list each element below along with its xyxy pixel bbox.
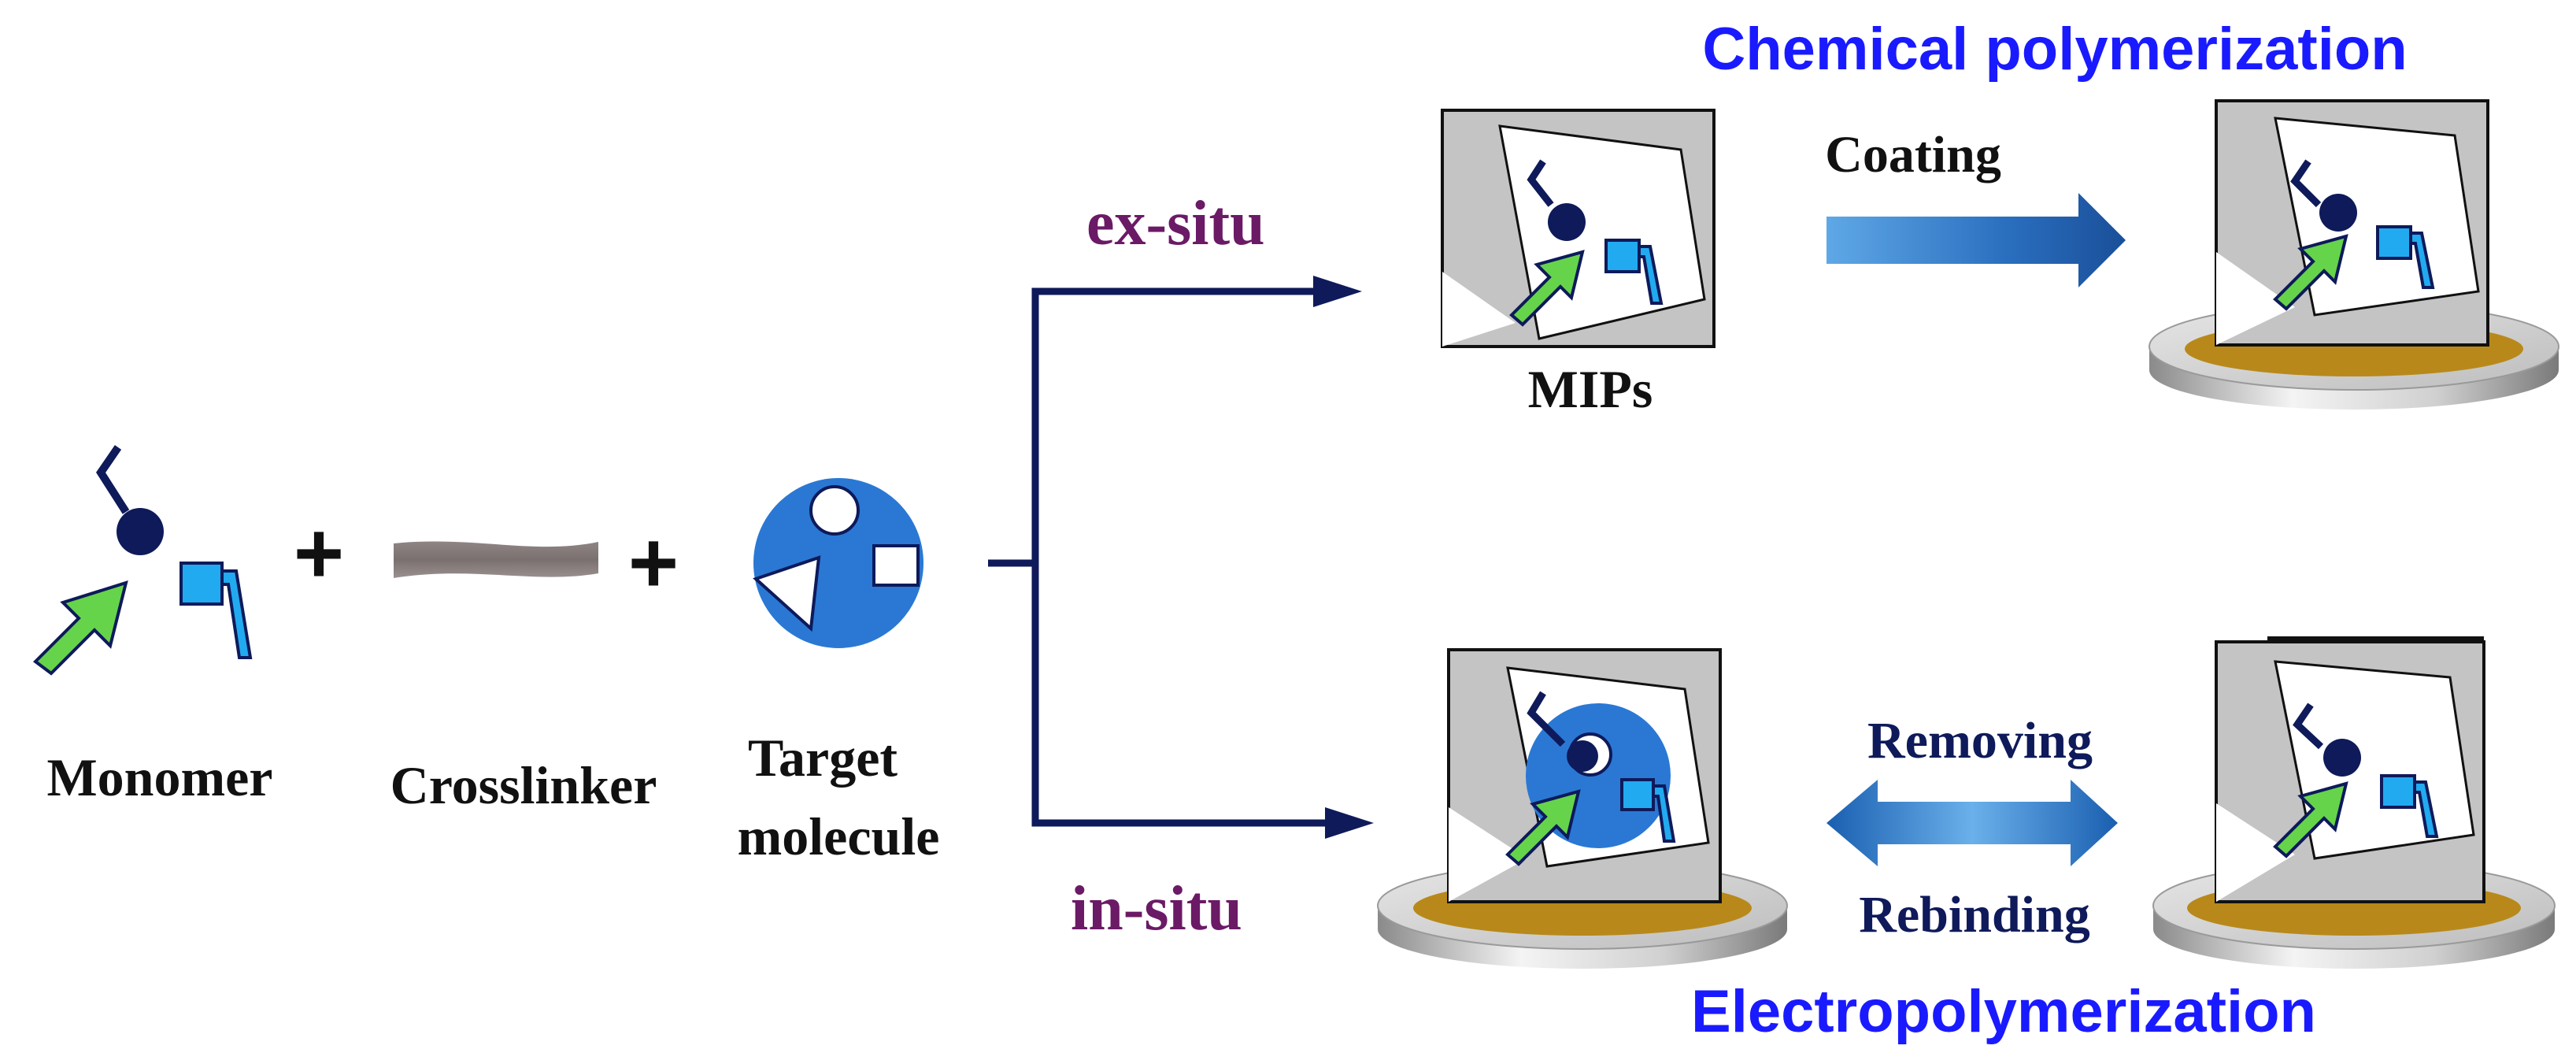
branch-connector <box>988 287 1331 827</box>
removing-label: Removing <box>1867 712 2093 769</box>
target-label-line1: Target <box>748 728 898 788</box>
coating-label: Coating <box>1825 126 2001 184</box>
electropolymerization-title: Electropolymerization <box>1691 978 2316 1045</box>
mip-block-imprinted <box>2215 636 2485 903</box>
crosslinker-label: Crosslinker <box>390 755 657 815</box>
in-situ-label: in-situ <box>1071 874 1242 944</box>
ex-situ-arrowhead <box>1313 276 1362 307</box>
target-label-line2: molecule <box>738 806 940 866</box>
monomer-label: Monomer <box>46 747 272 807</box>
ex-situ-label: ex-situ <box>1086 189 1265 258</box>
target-molecule-icon <box>753 478 923 648</box>
mip-block-ex-situ <box>1441 109 1715 348</box>
in-situ-arrowhead <box>1325 807 1374 839</box>
plus-sign-2: + <box>628 514 679 611</box>
rebinding-label: Rebinding <box>1859 886 2089 944</box>
crosslinker-icon <box>394 541 598 578</box>
chemical-polymerization-title: Chemical polymerization <box>1702 16 2407 83</box>
coating-arrow <box>1827 193 2126 287</box>
plus-sign-1: + <box>294 505 344 602</box>
mips-label: MIPs <box>1528 359 1653 419</box>
mip-block-coated <box>2215 99 2489 347</box>
mip-block-with-template <box>1447 648 1722 903</box>
monomer-icon <box>32 445 253 676</box>
removing-rebinding-arrow <box>1827 780 2118 866</box>
